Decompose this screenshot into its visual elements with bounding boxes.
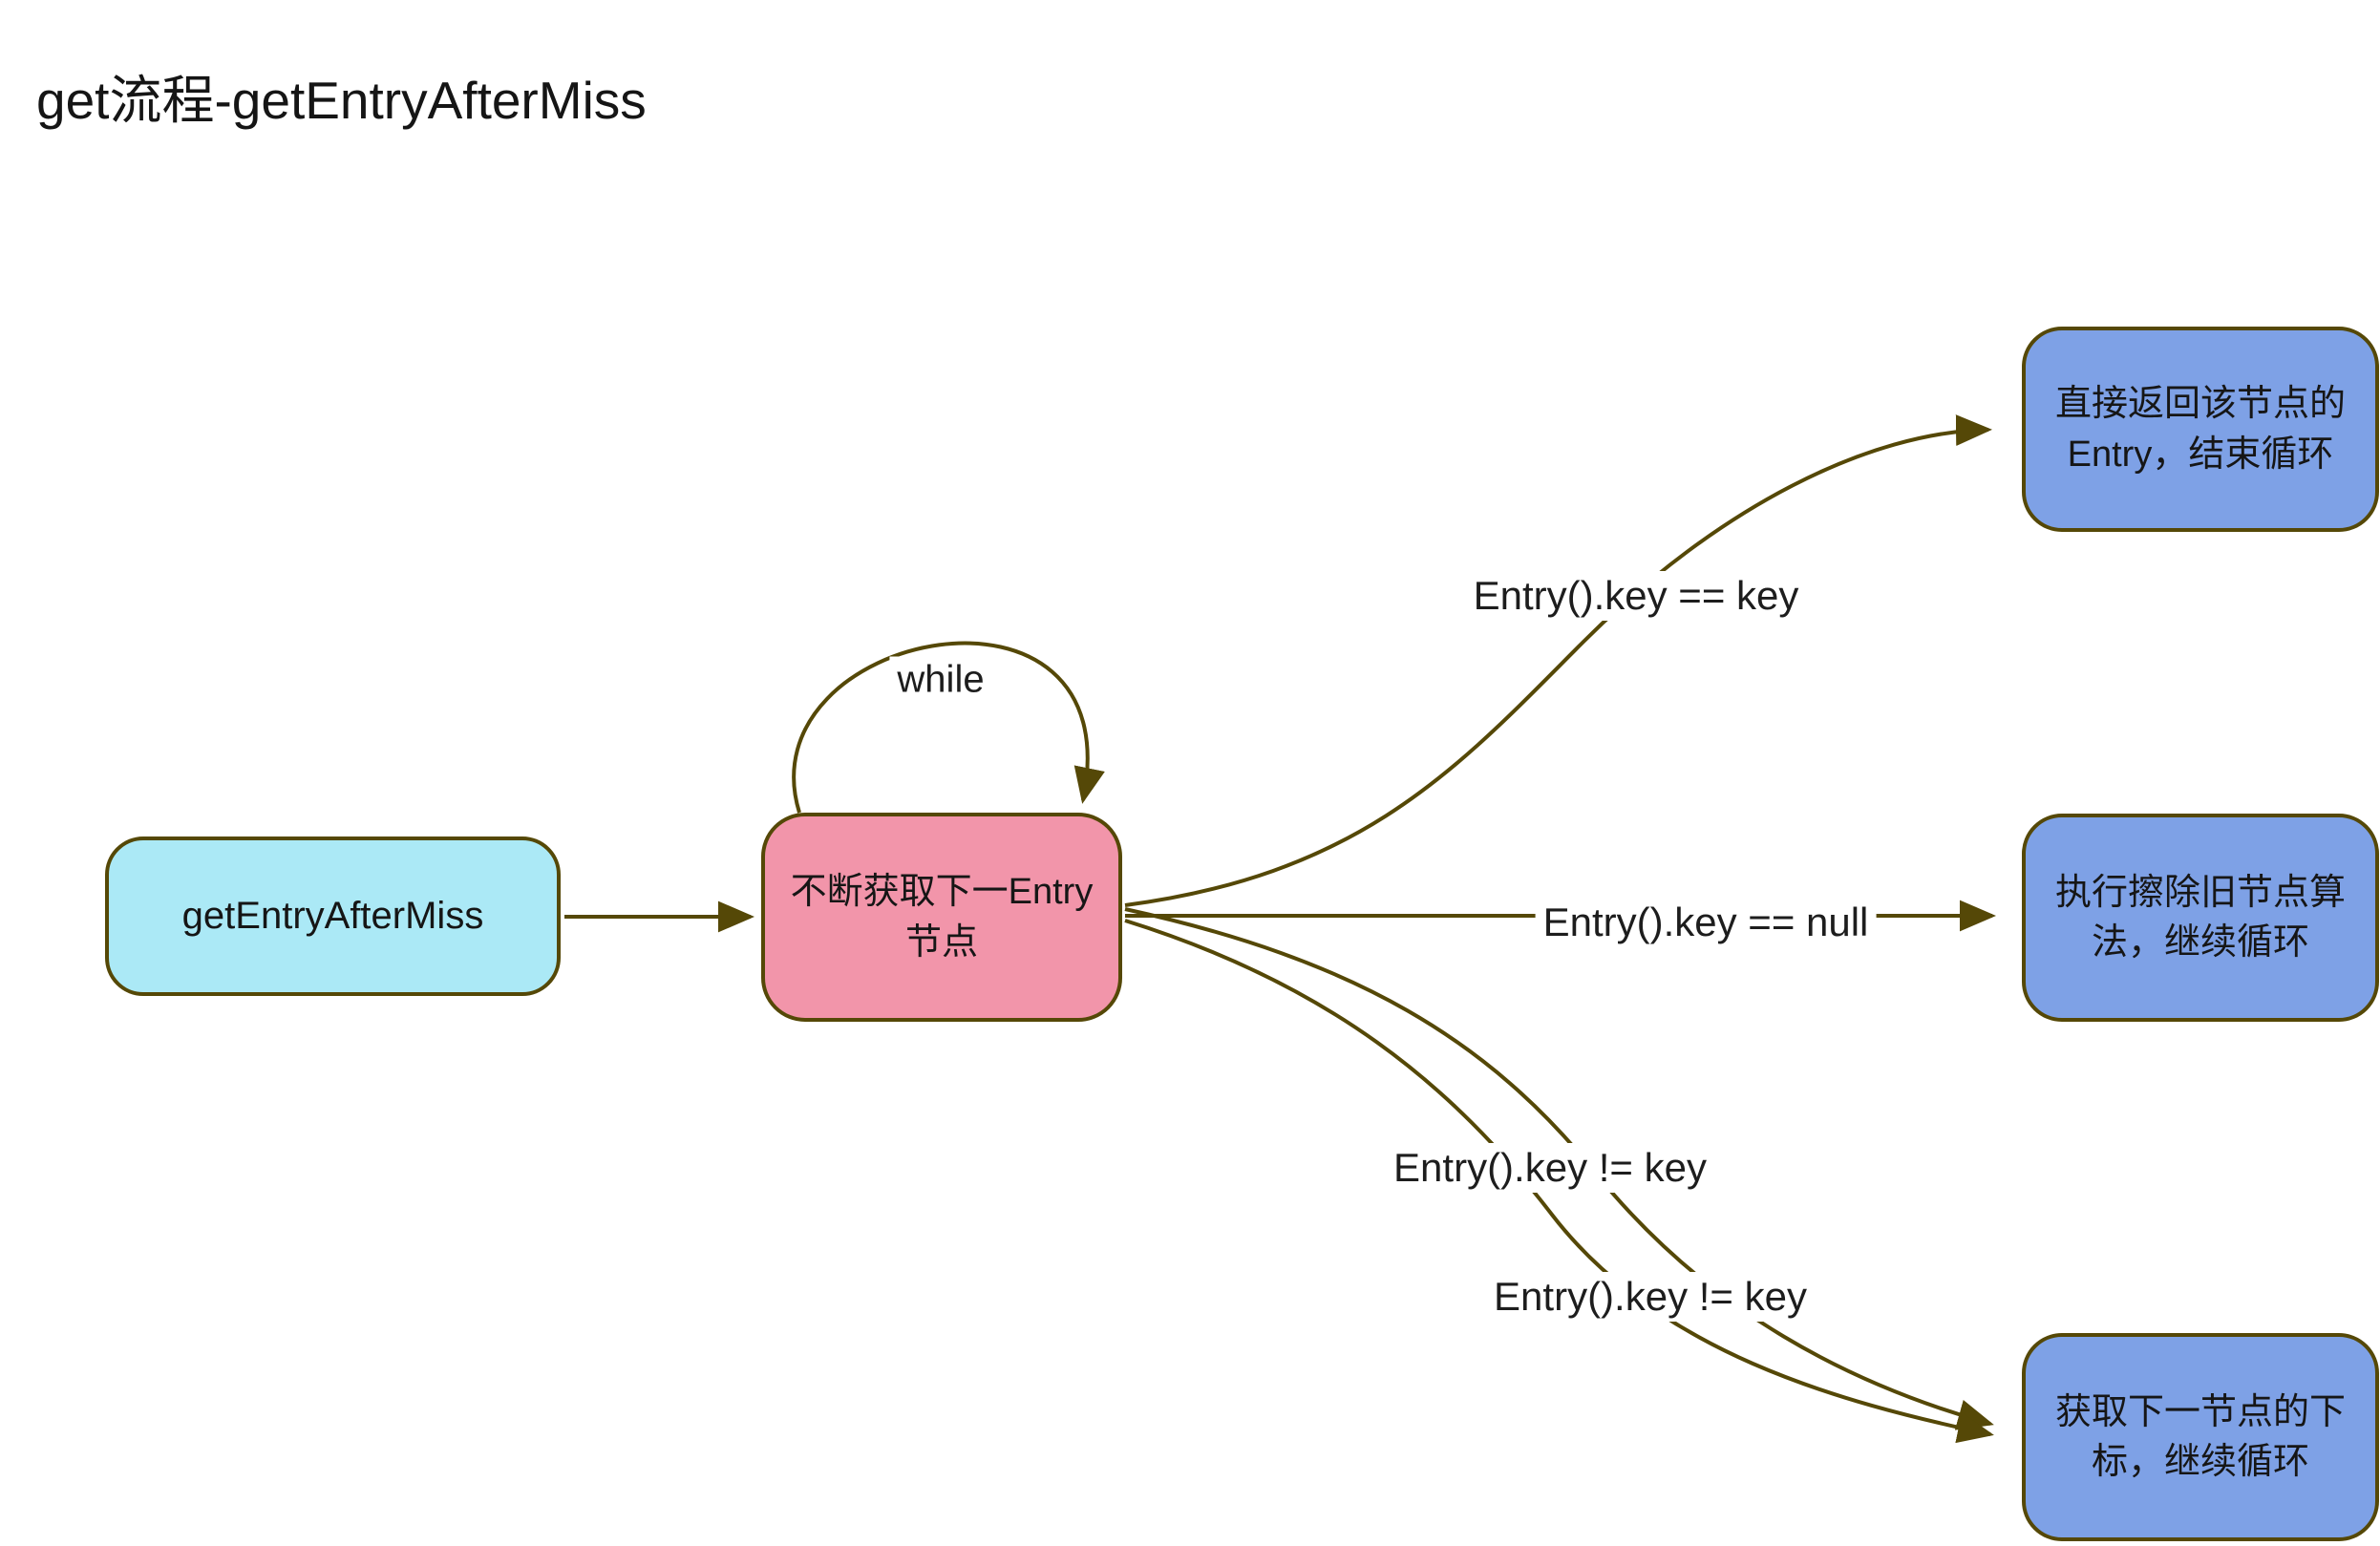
node-erase-old-node: 执行擦除旧节点算法，继续循环 <box>2022 814 2379 1022</box>
node-get-next-index: 获取下一节点的下标，继续循环 <box>2022 1333 2379 1541</box>
edge-label-key-eq-null: Entry().key == null <box>1535 898 1877 947</box>
edge-loop-to-return-entry <box>1124 414 1992 907</box>
edge-label-key-eq-key: Entry().key == key <box>1465 571 1807 621</box>
node-get-entry-after-miss-label: getEntryAfterMiss <box>181 894 484 937</box>
edge-label-while: while <box>889 656 992 704</box>
edge-loop-to-next-index-2 <box>1124 919 1994 1444</box>
edge-label-key-neq-key-1: Entry().key != key <box>1386 1143 1714 1193</box>
node-return-entry-label: 直接返回该节点的Entry，结束循环 <box>2054 384 2346 475</box>
node-fetch-next-entry-loop-label: 不断获取下一Entry节点 <box>790 872 1094 963</box>
edge-while-self-loop <box>792 641 1105 814</box>
node-fetch-next-entry-loop: 不断获取下一Entry节点 <box>761 813 1122 1022</box>
node-erase-old-node-label: 执行擦除旧节点算法，继续循环 <box>2054 872 2346 963</box>
edge-label-key-neq-key-2: Entry().key != key <box>1486 1272 1815 1322</box>
page-title: get流程-getEntryAfterMiss <box>36 71 647 130</box>
node-return-entry: 直接返回该节点的Entry，结束循环 <box>2022 327 2379 532</box>
node-get-next-index-label: 获取下一节点的下标，继续循环 <box>2054 1391 2346 1482</box>
node-get-entry-after-miss: getEntryAfterMiss <box>105 837 561 996</box>
